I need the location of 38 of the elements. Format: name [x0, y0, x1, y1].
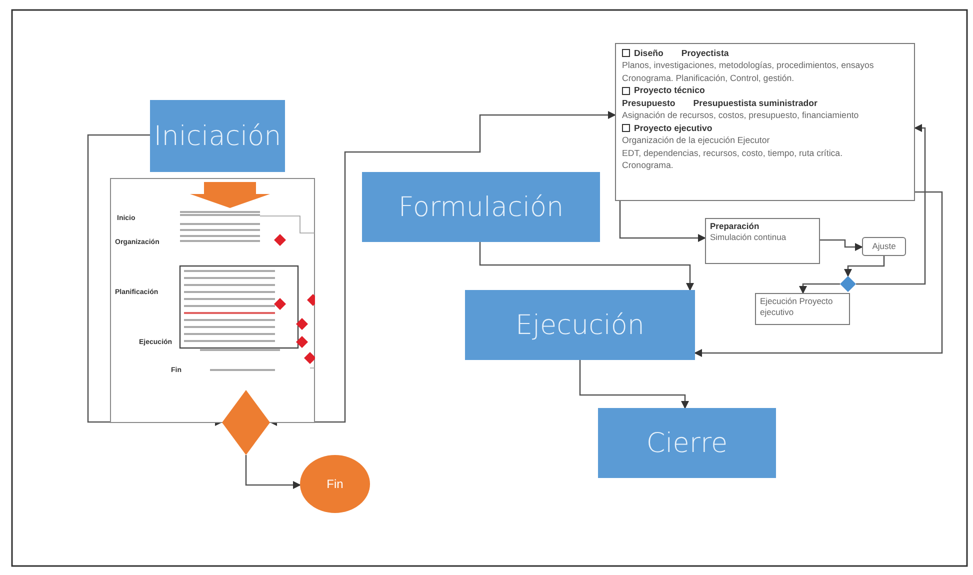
note-box — [705, 218, 820, 264]
body-text: Organización de la ejecución Ejecutor — [622, 134, 770, 147]
heading: Proyectista — [681, 47, 729, 60]
note-box — [615, 43, 915, 201]
body-text: Ejecución Proyecto ejecutivo — [760, 296, 834, 318]
heading: Proyecto ejecutivo — [634, 122, 712, 134]
heading: Preparación — [710, 221, 760, 232]
heading: Presupuestista suministrador — [693, 96, 818, 110]
connector-arrow — [799, 283, 840, 294]
connector-arrow — [820, 239, 863, 251]
connector-arrow — [694, 191, 943, 357]
body-text: Ajuste — [872, 241, 896, 252]
body-text: Planos, investigaciones, metodologías, procedimientos, ensayos — [622, 59, 874, 72]
connector-arrow — [269, 111, 616, 426]
end-circle: Fin — [300, 455, 370, 513]
flowchart-thumbnail — [110, 178, 315, 423]
connector-arrow — [579, 360, 689, 409]
body-text: Cronograma. Planificación, Control, gestión. — [622, 72, 794, 84]
process-box: Iniciación — [150, 100, 285, 172]
process-box: Formulación — [362, 172, 600, 242]
connector-arrow — [245, 455, 301, 489]
body-text: Asignación de recursos, costos, presupuesto, financiamiento — [622, 109, 859, 122]
body-text: EDT, dependencias, recursos, costo, tiempo, ruta crítica. — [622, 146, 843, 160]
connector-arrow — [479, 242, 694, 291]
decision-diamond — [222, 390, 270, 455]
heading: Presupuesto — [622, 96, 676, 110]
connector-arrow — [619, 201, 706, 242]
process-box: Cierre — [598, 408, 776, 478]
heading: Diseño — [634, 47, 664, 60]
decision-diamond — [840, 276, 856, 292]
body-text: Simulación continua — [710, 232, 788, 242]
heading: Proyecto técnico — [634, 84, 705, 97]
connector-arrow — [844, 256, 885, 277]
note-box — [862, 237, 906, 256]
connector-arrow — [856, 124, 926, 285]
note-box — [755, 293, 850, 325]
body-text: Cronograma. — [622, 159, 674, 172]
process-box: Ejecución — [465, 290, 695, 360]
